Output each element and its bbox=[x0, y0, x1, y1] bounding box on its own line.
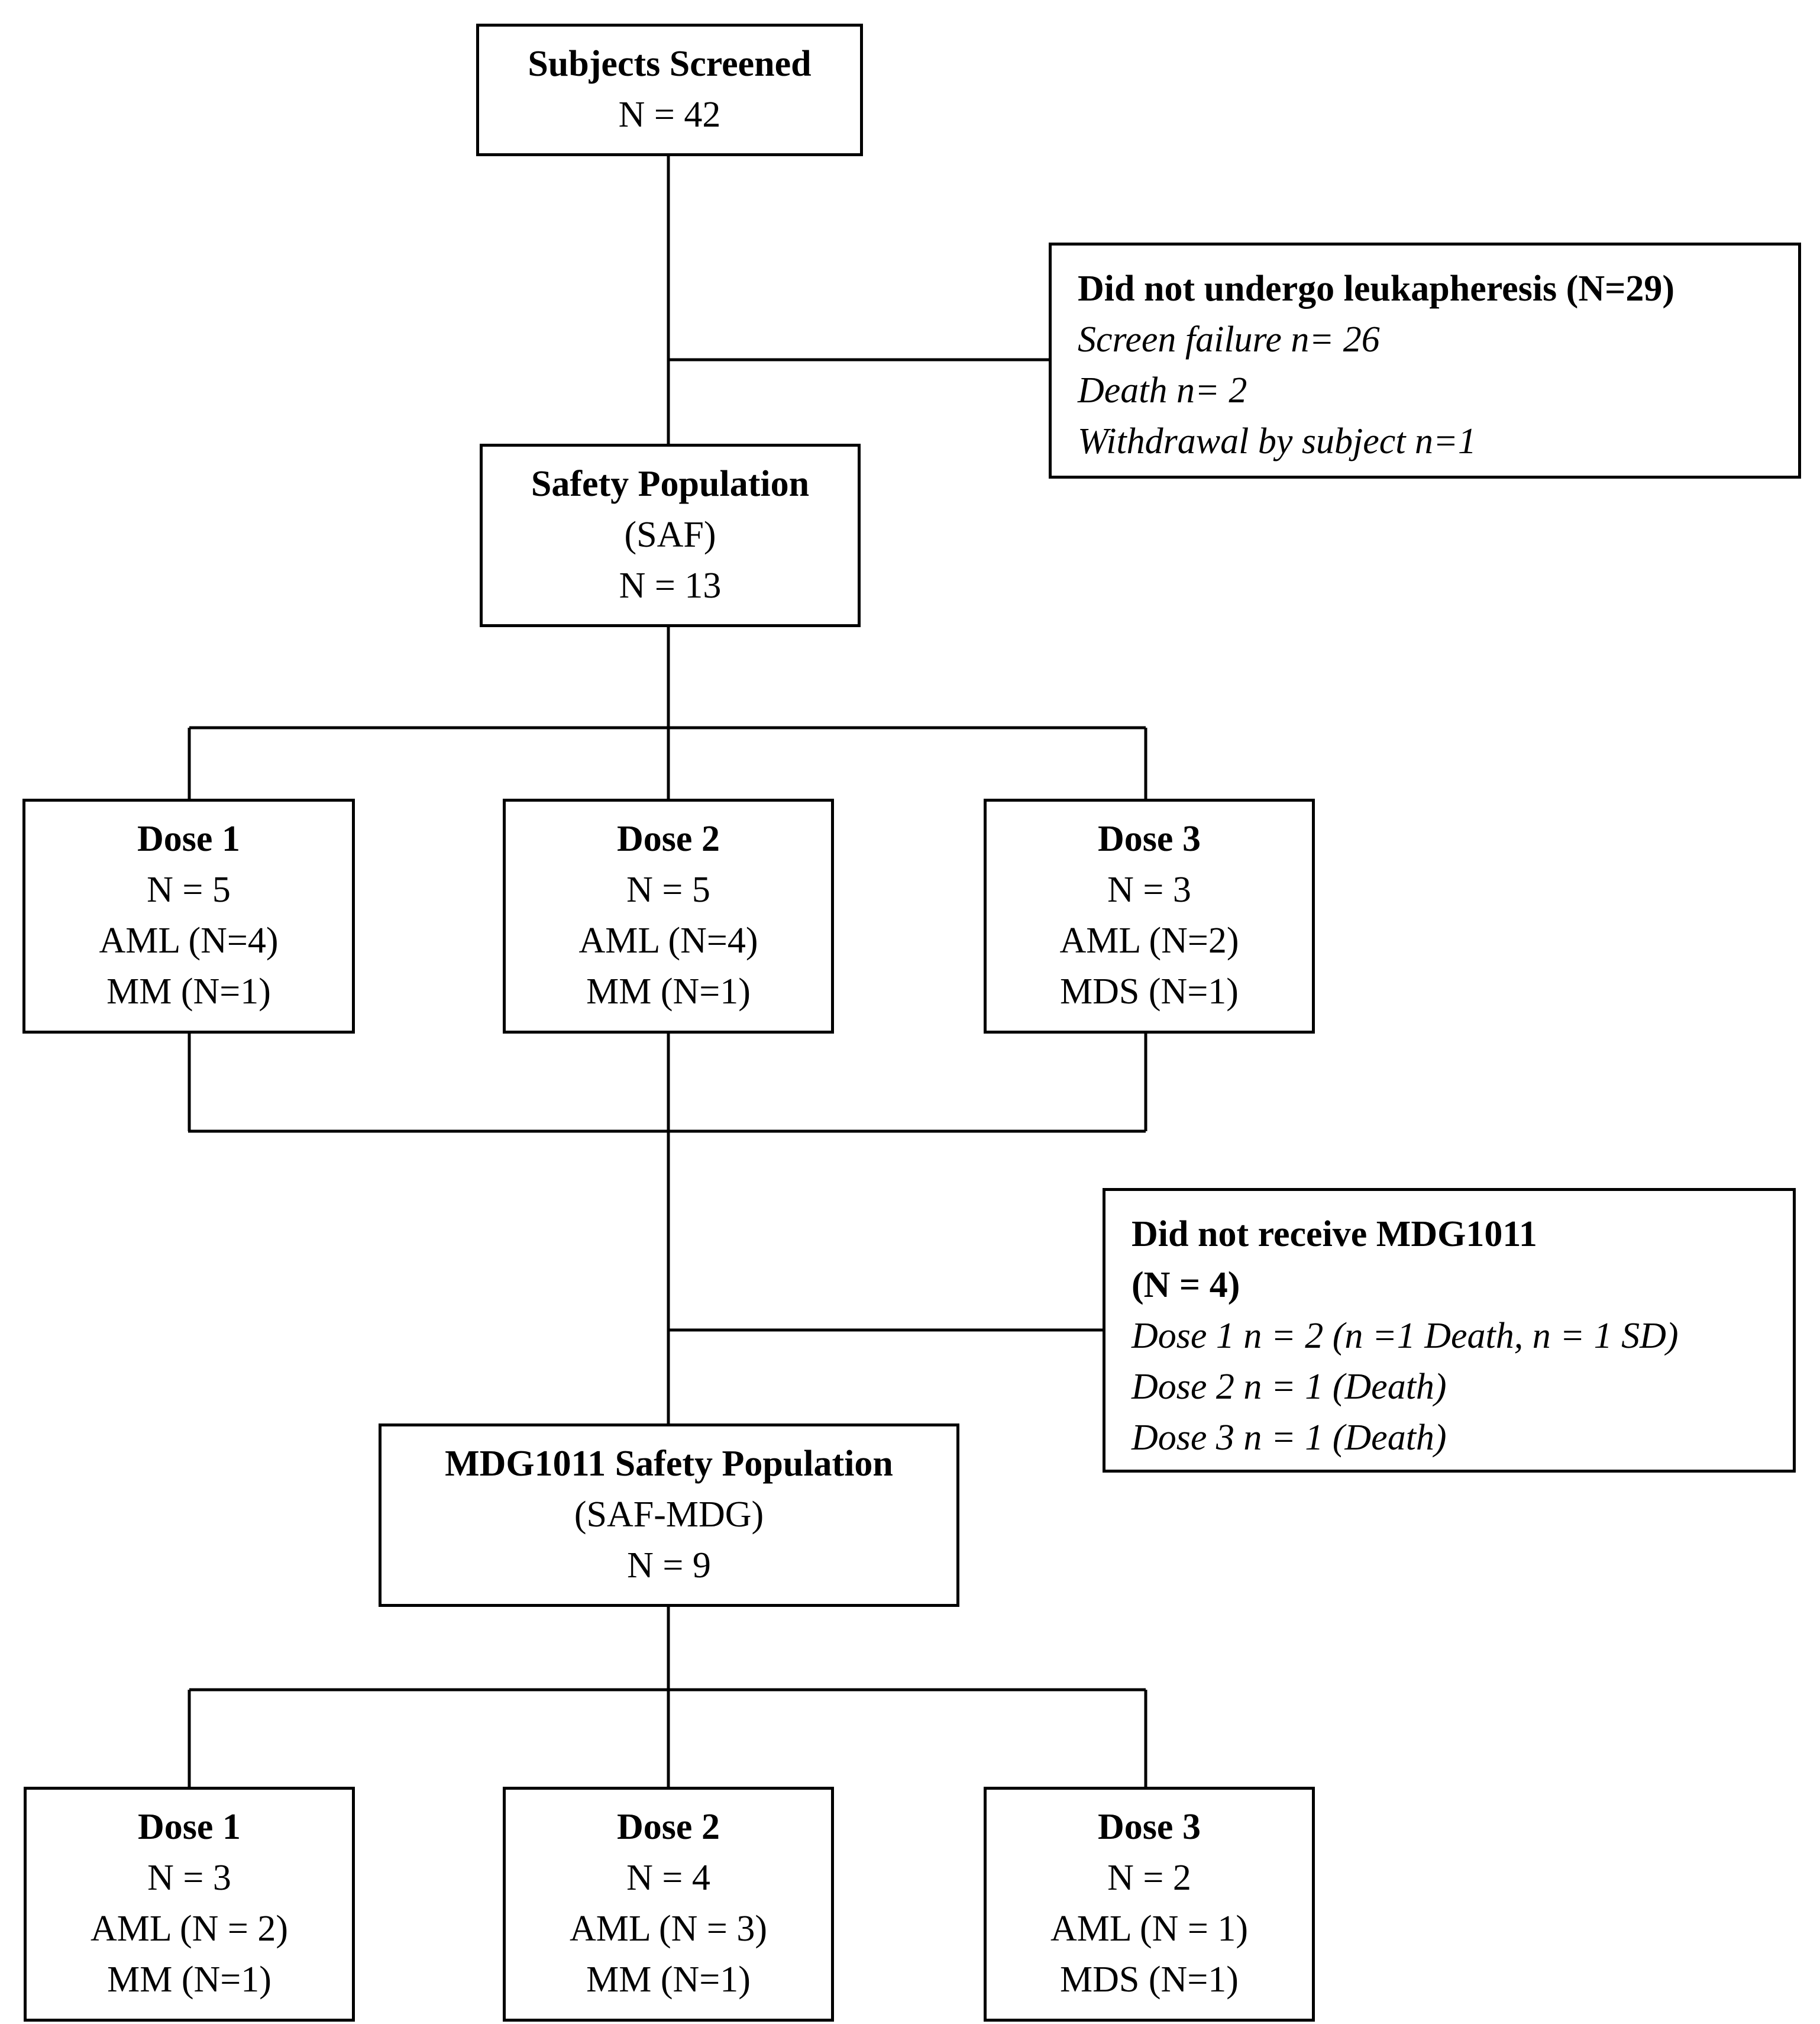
dose-diagnosis: MM (N=1) bbox=[586, 1960, 751, 2000]
dose-title: Dose 1 bbox=[138, 1807, 241, 1847]
dose-diagnosis: AML (N = 3) bbox=[569, 1909, 767, 1949]
mdg-exclusion-count: (N = 4) bbox=[1132, 1265, 1240, 1305]
subjects-screened-box: Subjects Screened N = 42 bbox=[476, 24, 863, 156]
subjects-screened-title: Subjects Screened bbox=[528, 44, 812, 84]
saf-dose2-box: Dose 2 N = 5 AML (N=4) MM (N=1) bbox=[503, 799, 834, 1034]
safety-population-title: Safety Population bbox=[531, 464, 810, 504]
dose-count: N = 3 bbox=[1107, 870, 1191, 910]
dose-title: Dose 2 bbox=[617, 819, 720, 859]
mdg-safety-population-title: MDG1011 Safety Population bbox=[445, 1444, 893, 1484]
dose-title: Dose 2 bbox=[617, 1807, 720, 1847]
mdg-exclusion-item: Dose 3 n = 1 (Death) bbox=[1132, 1418, 1447, 1458]
mdg-safety-population-abbr: (SAF-MDG) bbox=[574, 1494, 764, 1535]
dose-diagnosis: AML (N = 1) bbox=[1050, 1909, 1248, 1949]
dose-count: N = 4 bbox=[626, 1858, 710, 1898]
dose-diagnosis: MM (N=1) bbox=[586, 971, 751, 1012]
mdg-dose1-box: Dose 1 N = 3 AML (N = 2) MM (N=1) bbox=[24, 1787, 355, 2022]
mdg-exclusion-item: Dose 1 n = 2 (n =1 Death, n = 1 SD) bbox=[1132, 1316, 1679, 1356]
dose-title: Dose 3 bbox=[1098, 819, 1201, 859]
dose-count: N = 5 bbox=[626, 870, 710, 910]
dose-diagnosis: AML (N=2) bbox=[1059, 921, 1239, 961]
mdg-exclusion-title: Did not receive MDG1011 bbox=[1132, 1214, 1537, 1254]
dose-title: Dose 3 bbox=[1098, 1807, 1201, 1847]
dose-diagnosis: MDS (N=1) bbox=[1060, 971, 1239, 1012]
leukapheresis-exclusion-title: Did not undergo leukapheresis (N=29) bbox=[1078, 269, 1675, 309]
mdg-exclusion-item: Dose 2 n = 1 (Death) bbox=[1132, 1367, 1447, 1407]
dose-diagnosis: AML (N=4) bbox=[578, 921, 758, 961]
leukapheresis-exclusion-item: Death n= 2 bbox=[1078, 370, 1247, 411]
dose-diagnosis: AML (N = 2) bbox=[90, 1909, 288, 1949]
saf-dose1-box: Dose 1 N = 5 AML (N=4) MM (N=1) bbox=[22, 799, 355, 1034]
mdg-dose2-box: Dose 2 N = 4 AML (N = 3) MM (N=1) bbox=[503, 1787, 834, 2022]
mdg-safety-population-box: MDG1011 Safety Population (SAF-MDG) N = … bbox=[379, 1423, 959, 1607]
leukapheresis-exclusion-item: Screen failure n= 26 bbox=[1078, 319, 1380, 360]
mdg-exclusion-box: Did not receive MDG1011 (N = 4) Dose 1 n… bbox=[1103, 1188, 1796, 1473]
safety-population-abbr: (SAF) bbox=[624, 515, 716, 555]
dose-diagnosis: AML (N=4) bbox=[99, 921, 279, 961]
subjects-screened-count: N = 42 bbox=[618, 95, 721, 135]
dose-diagnosis: MM (N=1) bbox=[107, 1960, 271, 2000]
dose-title: Dose 1 bbox=[137, 819, 240, 859]
leukapheresis-exclusion-item: Withdrawal by subject n=1 bbox=[1078, 421, 1476, 461]
dose-diagnosis: MM (N=1) bbox=[106, 971, 271, 1012]
safety-population-box: Safety Population (SAF) N = 13 bbox=[480, 444, 861, 627]
saf-dose3-box: Dose 3 N = 3 AML (N=2) MDS (N=1) bbox=[984, 799, 1315, 1034]
dose-count: N = 3 bbox=[147, 1858, 231, 1898]
dose-count: N = 2 bbox=[1107, 1858, 1191, 1898]
dose-count: N = 5 bbox=[147, 870, 231, 910]
dose-diagnosis: MDS (N=1) bbox=[1060, 1960, 1239, 2000]
mdg-dose3-box: Dose 3 N = 2 AML (N = 1) MDS (N=1) bbox=[984, 1787, 1315, 2022]
safety-population-count: N = 13 bbox=[619, 566, 722, 606]
mdg-safety-population-count: N = 9 bbox=[627, 1545, 711, 1586]
leukapheresis-exclusion-box: Did not undergo leukapheresis (N=29) Scr… bbox=[1049, 243, 1801, 479]
